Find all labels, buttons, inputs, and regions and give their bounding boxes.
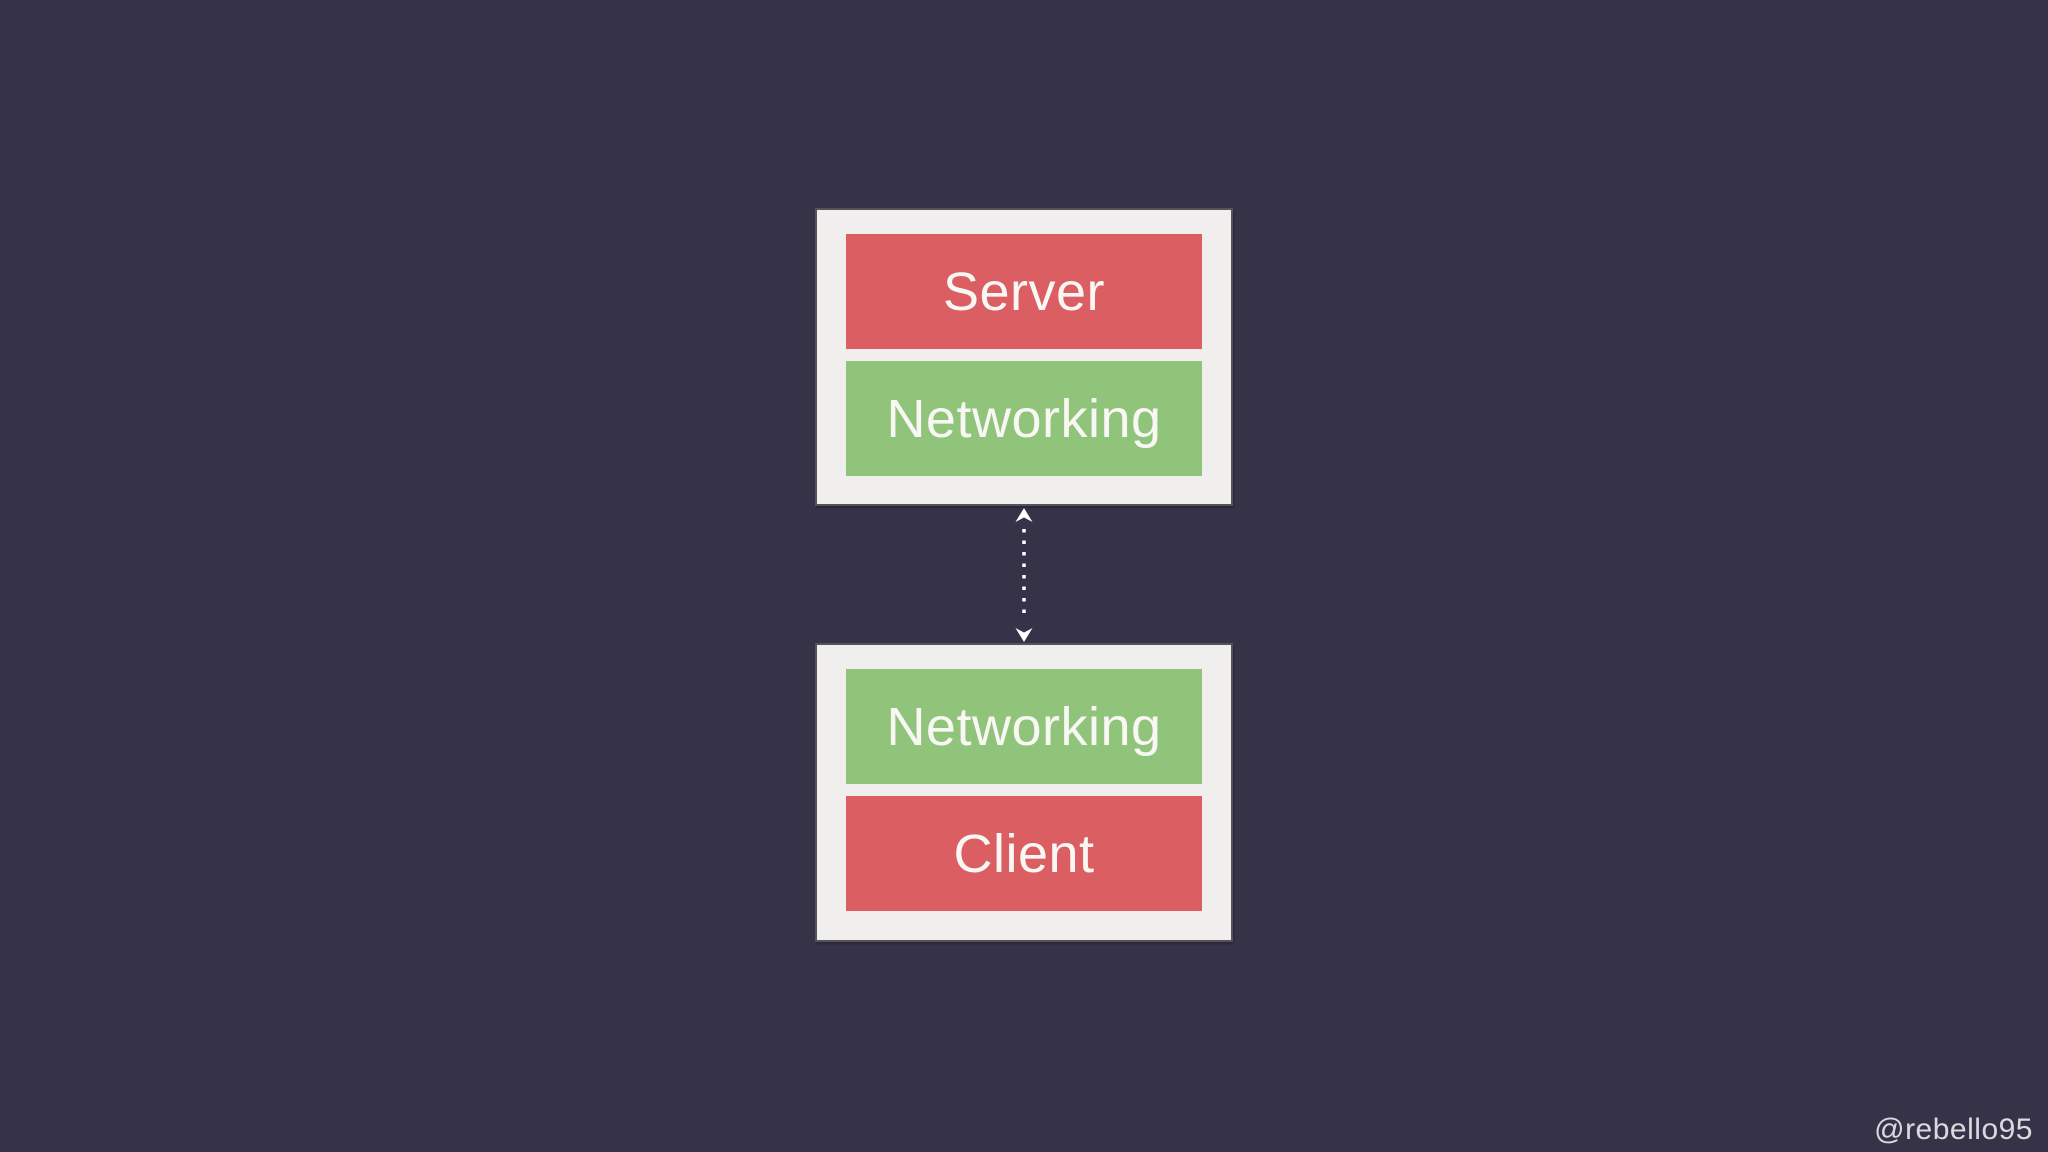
- server-layer-label: Server: [942, 261, 1106, 322]
- server-networking-layer: Networking: [846, 361, 1202, 476]
- server-networking-layer-label: Networking: [886, 388, 1162, 449]
- client-layer: Client: [846, 796, 1202, 911]
- server-stack-box: Server Networking: [815, 208, 1233, 506]
- server-layer: Server: [846, 234, 1202, 349]
- client-networking-layer-label: Networking: [886, 696, 1162, 757]
- watermark: @rebello95: [1874, 1113, 2033, 1146]
- bidirectional-dotted-arrow-icon: [1015, 508, 1033, 642]
- client-stack-box: Networking Client: [815, 643, 1233, 942]
- client-networking-layer: Networking: [846, 669, 1202, 784]
- client-layer-label: Client: [953, 823, 1095, 884]
